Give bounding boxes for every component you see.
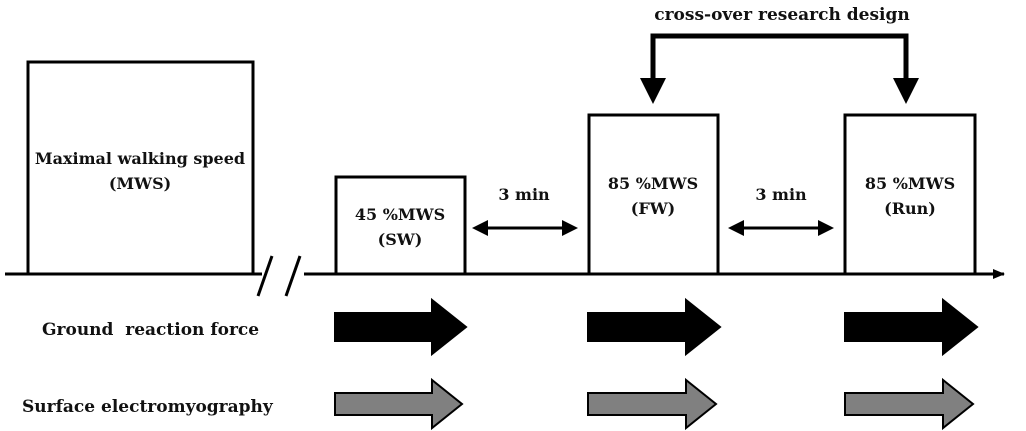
grf-arrow-run xyxy=(844,297,979,357)
grf-arrow-fw xyxy=(587,297,722,357)
sw-box-line2: (SW) xyxy=(378,230,423,249)
run-box-line1: 85 %MWS xyxy=(865,174,955,193)
fw-box xyxy=(587,113,720,276)
mws-box xyxy=(26,60,255,276)
bracket-arrowhead-run xyxy=(893,78,919,104)
rest-interval-2-label: 3 min xyxy=(755,185,807,204)
rest-interval-1-arrow xyxy=(472,220,578,236)
sw-box xyxy=(334,175,467,276)
run-box-line2: (Run) xyxy=(884,199,936,218)
run-box xyxy=(843,113,977,276)
grf-row-label: Ground reaction force xyxy=(42,320,259,340)
rest-interval-2-arrow xyxy=(728,220,834,236)
sw-box-line1: 45 %MWS xyxy=(355,205,445,224)
bracket-arrowhead-fw xyxy=(640,78,666,104)
emg-arrow-run xyxy=(844,377,975,431)
emg-row-label: Surface electromyography xyxy=(22,397,274,417)
rest-interval-1-label: 3 min xyxy=(498,185,550,204)
fw-box-line1: 85 %MWS xyxy=(608,174,698,193)
mws-box-line1: Maximal walking speed xyxy=(35,149,245,168)
emg-arrow-fw xyxy=(587,377,718,431)
mws-box-line2: (MWS) xyxy=(109,174,171,193)
axis-break-symbol xyxy=(256,255,304,297)
crossover-bracket xyxy=(640,33,919,104)
emg-arrow-sw xyxy=(334,377,464,431)
grf-arrow-sw xyxy=(334,297,468,357)
fw-box-line2: (FW) xyxy=(631,199,675,218)
crossover-design-label: cross-over research design xyxy=(654,5,910,25)
